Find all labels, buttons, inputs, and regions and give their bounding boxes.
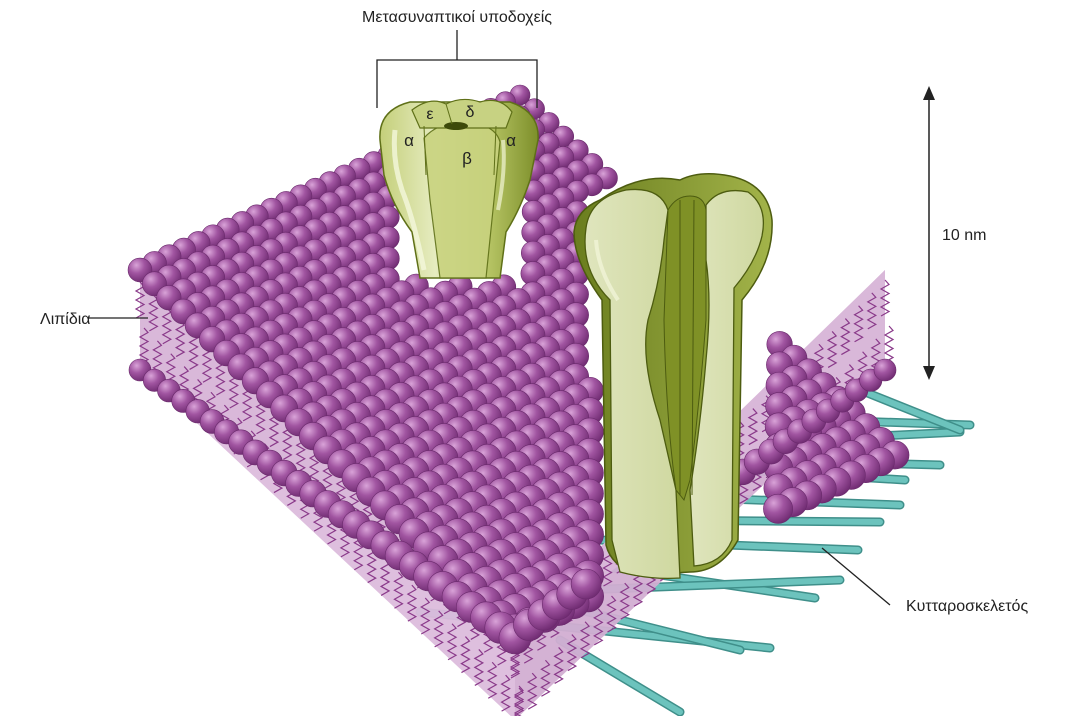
receptors-label: Μετασυναπτικοί υποδοχείς — [362, 9, 552, 26]
scale-label: 10 nm — [942, 227, 986, 244]
cytoskeleton-label: Κυτταροσκελετός — [906, 598, 1028, 615]
subunit-alpha-left: α — [404, 131, 414, 150]
scale-arrow-icon — [923, 86, 935, 380]
lipids-label: Λιπίδια — [40, 311, 91, 328]
lipid-head — [763, 494, 792, 523]
subunit-delta: δ — [466, 104, 475, 121]
lipid-head — [571, 569, 601, 599]
subunit-epsilon: ε — [426, 106, 433, 123]
lipid-tail — [885, 326, 893, 362]
subunit-alpha-right: α — [506, 131, 516, 150]
lipid-head — [874, 359, 896, 381]
receptor-intact — [380, 99, 538, 278]
subunit-beta: β — [462, 149, 472, 168]
